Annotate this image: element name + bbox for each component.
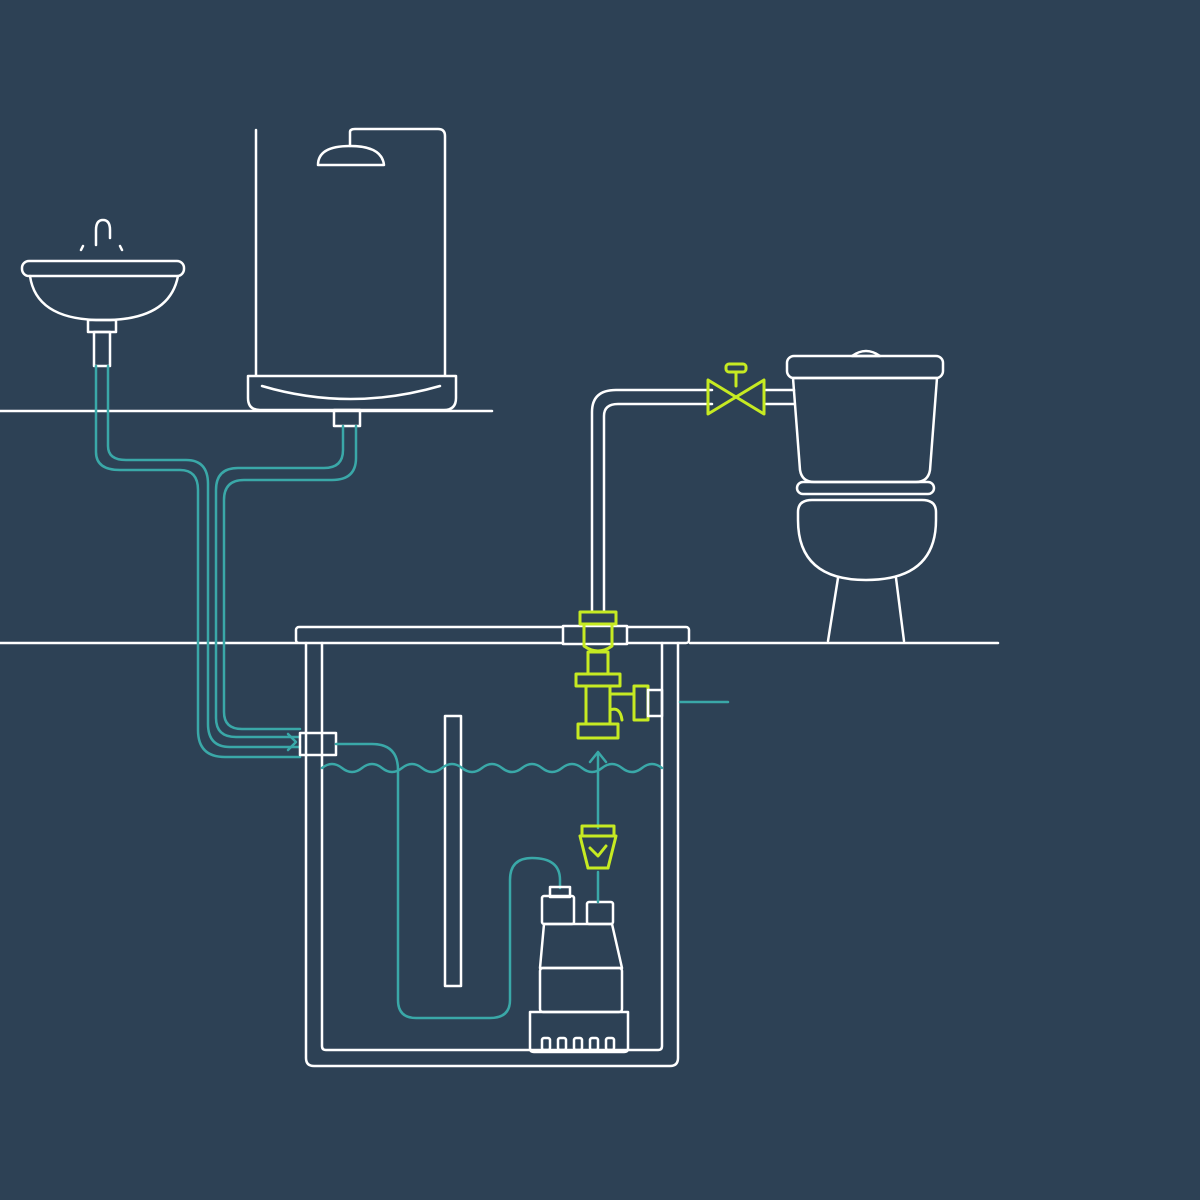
- submersible-pump-icon: [528, 885, 630, 1054]
- sump-tank: [294, 624, 730, 1068]
- discharge-pipe: [590, 388, 796, 614]
- tee-side-branch: [608, 692, 636, 722]
- shower-tray: [246, 374, 458, 412]
- toilet-seat-lid: [795, 480, 936, 496]
- toilet-icon: [785, 349, 945, 643]
- shutoff-valve-icon: [706, 362, 766, 416]
- check-valve-flap: [588, 844, 608, 858]
- float-hose: [334, 742, 562, 1020]
- tank-outer-wall: [304, 641, 680, 1068]
- shower-drain: [332, 408, 362, 428]
- tee-side-nut: [632, 684, 650, 722]
- shower-drain-pipe-outer: [222, 424, 358, 731]
- union-top-nut: [578, 610, 618, 626]
- pump-intake-slot-2: [556, 1036, 568, 1052]
- tank-inner-wall: [320, 641, 664, 1052]
- toilet-bowl: [796, 498, 938, 582]
- valve-body-left: [706, 378, 738, 416]
- inflow-arrow-icon: [286, 732, 298, 752]
- shower-icon: [246, 127, 458, 428]
- toilet-tank: [791, 376, 939, 484]
- lid-opening: [561, 624, 629, 646]
- pump-base: [528, 1010, 630, 1054]
- tee-fitting-icon: [574, 672, 664, 740]
- union-lower-nipple: [586, 650, 610, 676]
- discharge-flow: [588, 750, 608, 904]
- toilet-pedestal: [826, 576, 906, 643]
- upflow-arrow-icon: [588, 750, 608, 764]
- pump-outlet-body: [585, 900, 615, 926]
- sink-rim: [20, 259, 186, 278]
- tank-lid: [294, 625, 691, 645]
- tee-top-band: [574, 672, 622, 688]
- sink-faucet: [94, 218, 112, 247]
- sink-drain-tail: [92, 330, 112, 368]
- baffle-plate: [443, 714, 463, 988]
- shower-pipe-wall: [348, 127, 447, 377]
- floor-lines: [0, 409, 1000, 645]
- sink-drain-pipe-inner: [106, 364, 302, 749]
- pump-motor-housing: [538, 966, 624, 1014]
- sink-icon: [20, 218, 186, 368]
- shower-tray-curve: [260, 384, 442, 401]
- float-switch-cable: [334, 742, 562, 1020]
- pump-upper-housing: [538, 922, 624, 970]
- toilet-tank-lid: [785, 354, 945, 380]
- check-valve-icon: [578, 824, 618, 870]
- valve-body-right: [734, 378, 766, 416]
- pump-intake-slot-3: [572, 1036, 584, 1052]
- pump-intake-slot-1: [540, 1036, 552, 1052]
- drain-pipes: [94, 364, 358, 759]
- shower-head: [316, 144, 386, 167]
- sink-basin: [28, 274, 180, 322]
- tee-bottom-band: [576, 722, 620, 740]
- discharge-pipe-inner: [602, 402, 714, 614]
- water-level-line: [320, 762, 664, 774]
- faucet-drop-right: [118, 244, 124, 252]
- tee-side-outlet: [646, 688, 664, 718]
- tee-body: [584, 684, 612, 726]
- sink-drain-pipe-outer: [94, 364, 302, 759]
- faucet-drop-left: [79, 244, 85, 252]
- sink-drain-collar: [86, 318, 118, 334]
- shower-drain-pipe-inner: [214, 424, 345, 739]
- check-valve-body: [578, 834, 618, 870]
- pump-handle-left: [540, 894, 576, 926]
- pump-intake-slot-5: [604, 1036, 616, 1052]
- discharge-pipe-outer: [590, 388, 714, 614]
- pump-intake-slot-4: [588, 1036, 600, 1052]
